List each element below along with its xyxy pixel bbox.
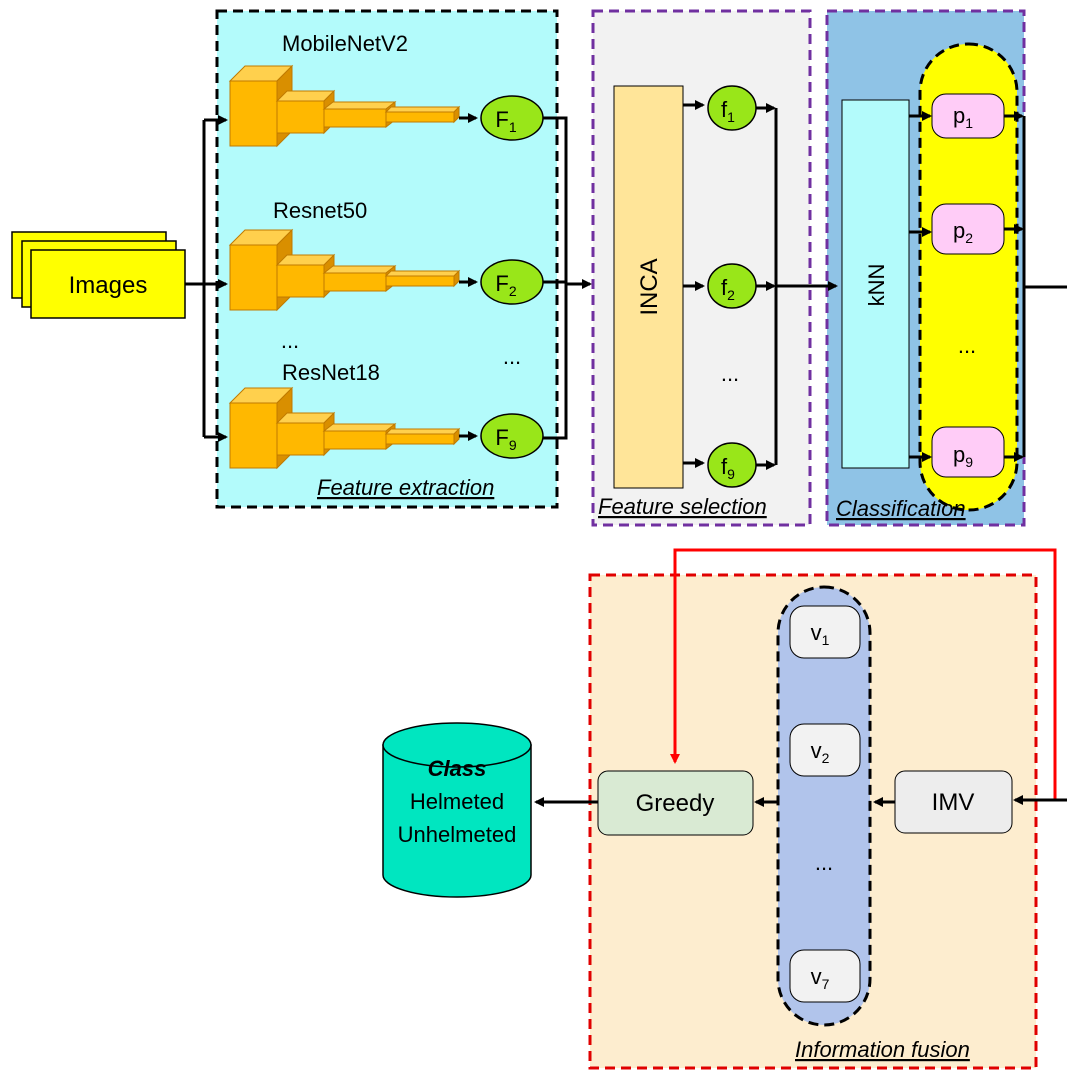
svg-text:p2: p2 [953,218,973,246]
classification-title: Classification [836,496,966,521]
svg-text:v1: v1 [811,620,830,648]
prediction-column [918,42,1019,512]
svg-text:f2: f2 [721,275,735,303]
greedy-label: Greedy [636,790,715,817]
net-name-resnet50: Resnet50 [273,198,367,223]
knn-block [841,99,910,469]
svg-text:v7: v7 [811,964,830,992]
vote-column [776,585,872,1027]
net-ellipsis: ... [281,328,299,353]
images-input [30,249,186,319]
inca-label: INCA [636,258,663,315]
prediction-p9 [931,426,1005,478]
feature-node-ellipsis: ... [503,344,521,369]
class-helmeted: Helmeted [410,789,504,814]
svg-text:f1: f1 [721,97,735,125]
feature-selection-title: Feature selection [598,494,767,519]
knn-label: kNN [864,264,889,307]
class-title: Class [428,756,487,781]
selected-feature-ellipsis: ... [721,361,739,386]
svg-text:v2: v2 [811,738,830,766]
vote-v2 [789,723,861,777]
class-unhelmeted: Unhelmeted [398,822,517,847]
feature-node-F9 [480,413,544,459]
prediction-p2 [931,203,1005,255]
images-label: Images [69,272,148,299]
svg-text:p1: p1 [953,103,973,131]
net-name-mobilenetv2: MobileNetV2 [282,31,408,56]
svg-text:F2: F2 [495,271,516,299]
vote-ellipsis: ... [815,850,833,875]
prediction-ellipsis: ... [958,333,976,358]
imv-label: IMV [932,789,975,816]
inca-block [613,85,684,489]
svg-text:F9: F9 [495,425,516,453]
net-name-resnet18: ResNet18 [282,360,380,385]
feature-extraction-title: Feature extraction [317,475,494,500]
svg-text:f9: f9 [721,454,735,482]
feedback-arrow [670,548,1057,800]
vote-v1 [789,605,861,659]
information-fusion-title: Information fusion [795,1037,970,1062]
svg-text:p9: p9 [953,442,973,470]
class-cylinder [382,722,532,898]
svg-text:F1: F1 [495,107,516,135]
vote-v7 [789,949,861,1003]
